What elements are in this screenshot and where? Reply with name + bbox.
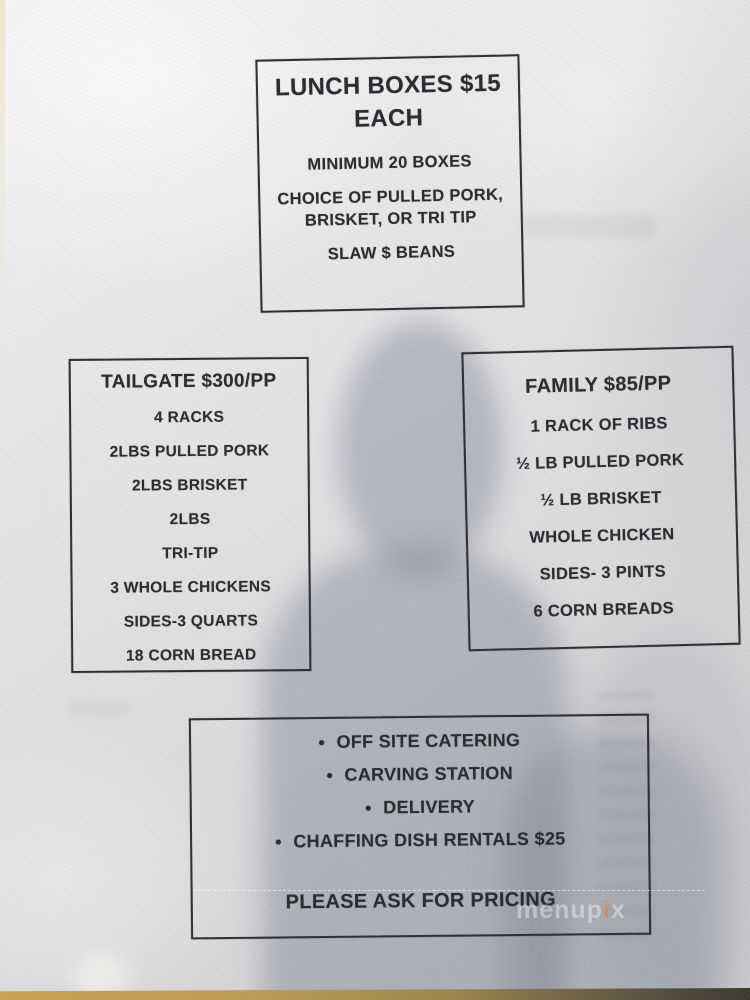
watermark-text: x: [610, 896, 626, 924]
bullet-item: ● OFF SITE CATERING: [191, 729, 647, 755]
card-title: FAMILY $85/PP: [524, 372, 672, 398]
bleed-through-smudge: [598, 690, 654, 940]
menu-item: SLAW $ BEANS: [327, 242, 456, 264]
menu-item: WHOLE CHICKEN: [529, 525, 675, 547]
paper-left-edge: [0, 0, 5, 380]
bleed-through-smudge: [523, 214, 655, 238]
menu-item: 1 RACK OF RIBS: [530, 414, 668, 436]
menu-item: ½ LB BRISKET: [540, 488, 662, 510]
menu-item: 6 CORN BREADS: [533, 599, 675, 621]
menu-item: 2LBS PULLED PORK: [109, 442, 270, 461]
menu-item: 3 WHOLE CHICKENS: [110, 578, 272, 597]
menu-item: BRISKET, OR TRI TIP: [304, 208, 477, 230]
menu-item: 2LBS BRISKET: [131, 476, 248, 495]
person-shadow-soft: [575, 630, 750, 1000]
person-shadow-head: [338, 320, 503, 575]
menu-item: 4 RACKS: [153, 408, 225, 427]
bullet-item: ● DELIVERY: [192, 795, 648, 821]
menu-item: MINIMUM 20 BOXES: [307, 152, 472, 174]
menu-item: CHAFFING DISH RENTALS $25: [293, 828, 566, 852]
family-card: FAMILY $85/PP 1 RACK OF RIBS ½ LB PULLED…: [461, 345, 741, 652]
table-surface: [0, 988, 750, 1000]
bullet-icon: ●: [364, 800, 373, 815]
paper-crease-line: [193, 890, 705, 891]
tailgate-card: TAILGATE $300/PP 4 RACKS 2LBS PULLED POR…: [68, 356, 312, 674]
lunch-boxes-card: LUNCH BOXES $15 EACH MINIMUM 20 BOXES CH…: [255, 54, 525, 313]
person-shadow-body: [262, 550, 567, 1000]
menu-item: DELIVERY: [383, 796, 476, 818]
watermark-text: i: [602, 896, 611, 924]
bullet-item: ● CARVING STATION: [191, 762, 647, 788]
bullet-item: ● CHAFFING DISH RENTALS $25: [192, 828, 648, 854]
person-shadow-right: [505, 730, 720, 1000]
menu-item: 18 CORN BREAD: [125, 646, 257, 665]
menu-item: SIDES- 3 PINTS: [539, 562, 667, 584]
card-title-line2: EACH: [353, 104, 424, 133]
bullet-icon: ●: [274, 834, 283, 849]
card-title: TAILGATE $300/PP: [101, 370, 277, 393]
watermark-text: menup: [516, 896, 603, 924]
bleed-through-smudge: [68, 700, 130, 716]
menu-item: CARVING STATION: [344, 763, 514, 785]
menupix-watermark: menupix: [516, 896, 626, 925]
menu-item: 2LBS: [169, 510, 211, 529]
card-title: LUNCH BOXES $15: [274, 69, 502, 102]
menu-item: CHOICE OF PULLED PORK,: [277, 185, 504, 209]
menu-item: ½ LB PULLED PORK: [515, 450, 685, 474]
bullet-icon: ●: [317, 734, 326, 750]
menu-item: OFF SITE CATERING: [336, 729, 521, 752]
menu-item: TRI-TIP: [162, 544, 219, 563]
menu-item: SIDES-3 QUARTS: [123, 612, 259, 631]
bullet-icon: ●: [325, 767, 334, 782]
